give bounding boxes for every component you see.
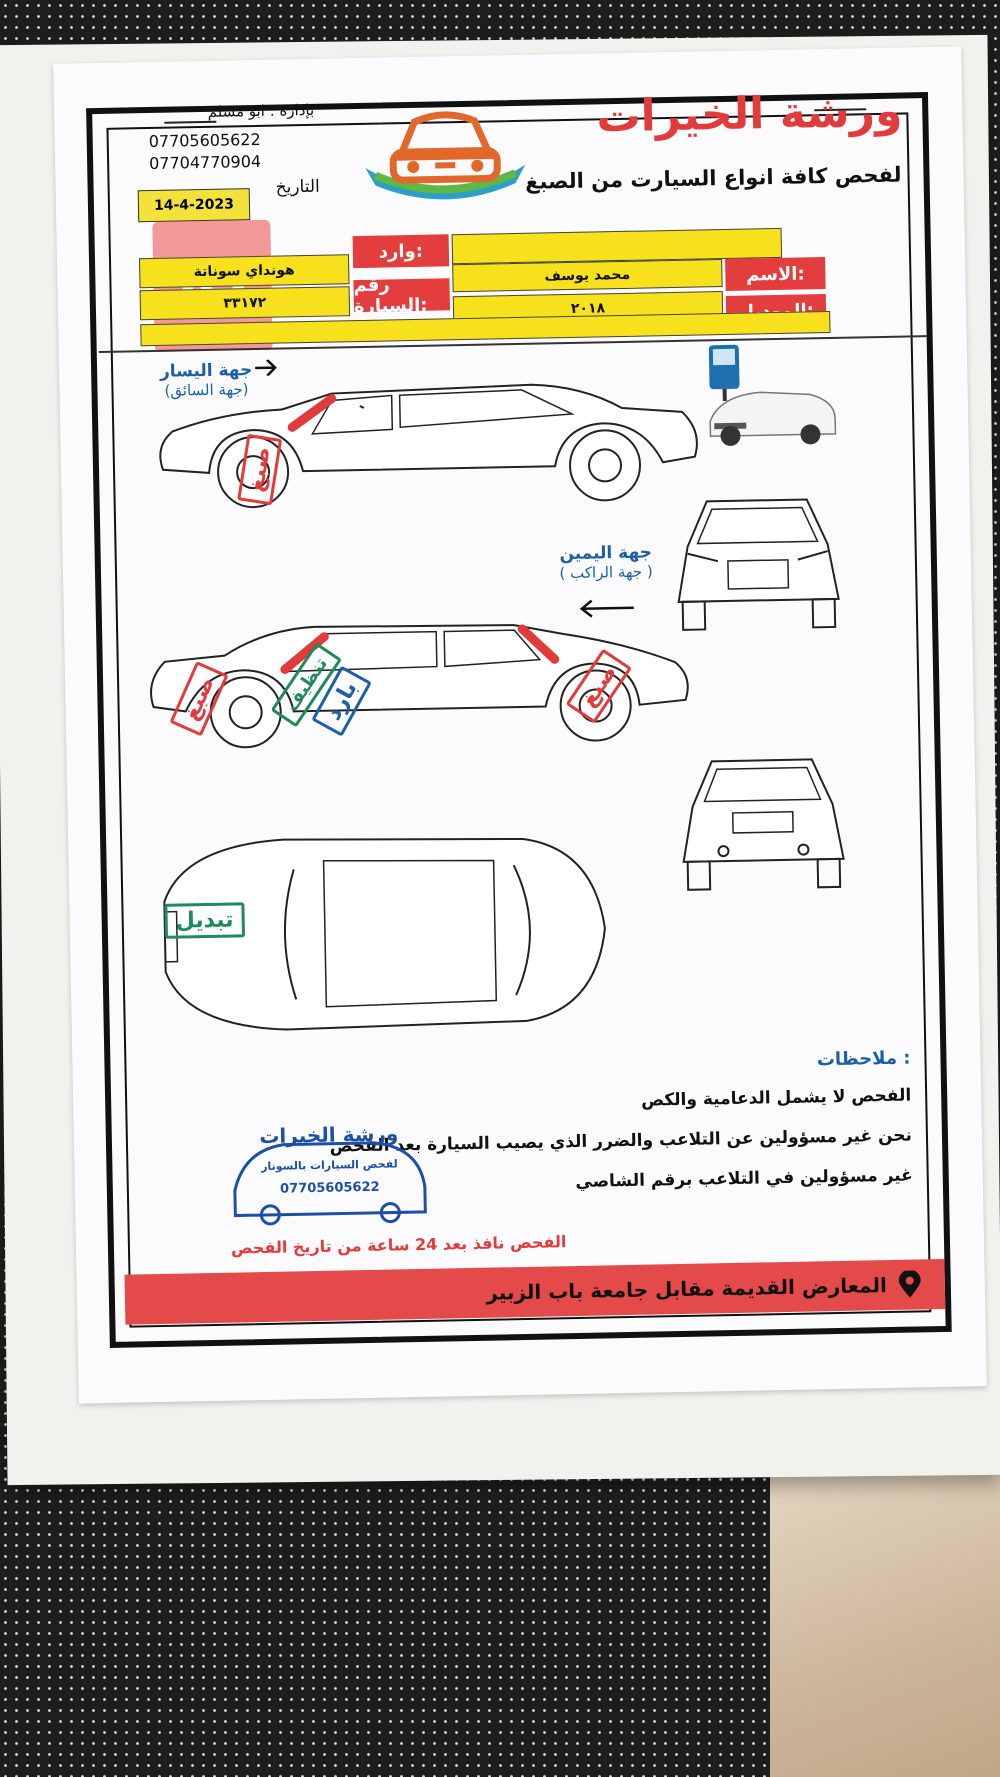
- inspection-sheet: ورشة الخيرات لفحص كافة انواع السيارت من …: [53, 46, 987, 1404]
- address-text: المعارض القديمة مقابل جامعة باب الزبير: [486, 1273, 888, 1305]
- arrow-right-icon: [255, 359, 277, 377]
- car-logo-icon: [365, 111, 526, 200]
- rear-view-car-diagram: [682, 758, 845, 891]
- plate-field: ٣٣١٧٢: [139, 286, 351, 321]
- phone-1: 07705605622: [148, 129, 261, 152]
- plate-label: رقم السيارة:: [353, 274, 451, 317]
- stamp-title: ورشة الخيرات: [259, 1121, 399, 1149]
- top-view-car-diagram: [163, 837, 606, 1031]
- left-side-car-diagram: [159, 383, 698, 509]
- right-side-label: جهة اليمين ( جهة الراكب ): [559, 542, 653, 583]
- phone-2: 07704770904: [148, 151, 262, 174]
- date-field: 14-4-2023: [137, 188, 251, 223]
- address-footer: المعارض القديمة مقابل جامعة باب الزبير: [124, 1258, 946, 1325]
- right-side-car-diagram: [150, 624, 689, 749]
- replace-stamp: تبديل: [164, 902, 245, 939]
- workshop-title: ورشة الخيرات: [595, 85, 903, 143]
- front-view-car-diagram: [677, 498, 840, 631]
- import-label: وارد:: [352, 234, 450, 269]
- stamp-car-outline: [233, 1141, 427, 1226]
- arrow-left-icon: [579, 599, 634, 618]
- location-pin-icon: [898, 1270, 921, 1298]
- date-label: التاريخ: [275, 176, 320, 198]
- sonar-device-photo: [708, 344, 837, 446]
- name-label: الاسم:: [725, 257, 826, 291]
- import-field: هونداي سوناتة: [138, 254, 350, 289]
- workshop-stamp: ورشة الخيرات لفحص السيارات بالسونار 0770…: [224, 1117, 436, 1231]
- owner-label: بإدارة : ابو مسلم: [207, 100, 315, 121]
- floor-tiles: [770, 1430, 1000, 1777]
- name-field: محمد يوسف: [452, 259, 723, 293]
- notes-title: ملاحظات :: [816, 1047, 911, 1071]
